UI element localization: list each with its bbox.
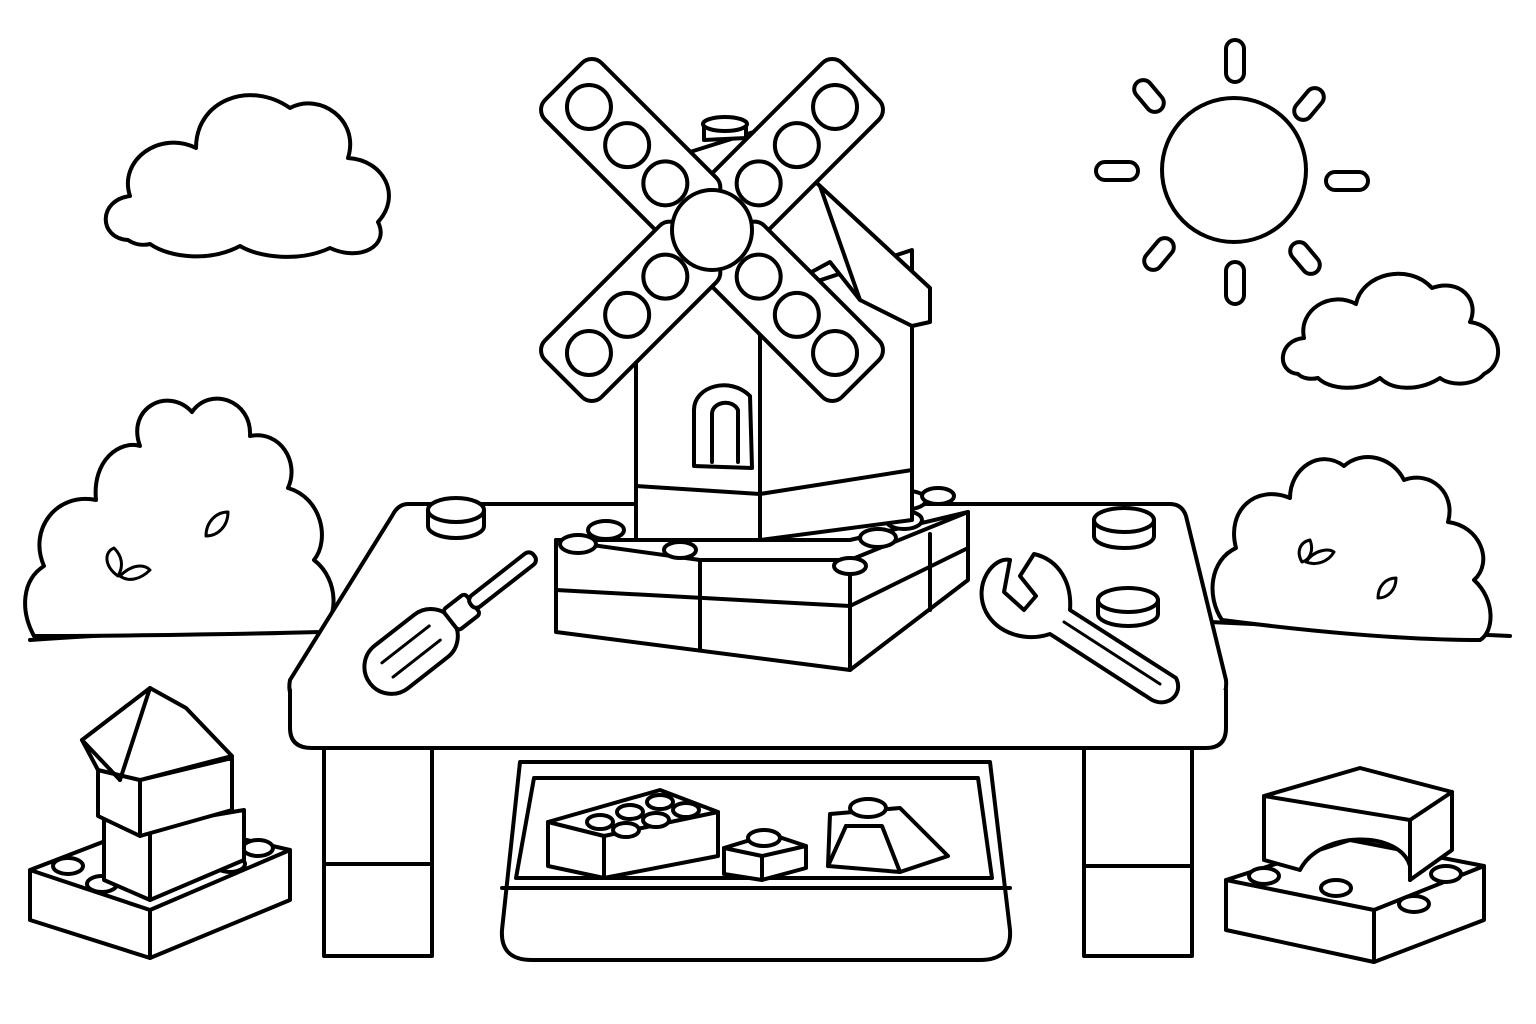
bush-icon [23, 396, 336, 638]
windmill-blade [539, 57, 723, 241]
toy-brick-icon [1262, 766, 1454, 882]
sun-icon [1094, 38, 1370, 306]
loose-stud [1096, 586, 1160, 628]
windmill-blade [701, 219, 885, 403]
toy-brick-icon [80, 686, 234, 838]
toy-brick-icon [546, 788, 720, 880]
bush-icon [1210, 455, 1493, 642]
windmill-blade [701, 57, 885, 241]
loose-stud [1092, 506, 1156, 550]
screwdriver-icon [362, 550, 538, 696]
loose-stud [426, 496, 486, 540]
table-leg [322, 738, 434, 958]
wrench-icon [979, 552, 1180, 705]
cloud-icon [103, 93, 391, 259]
windmill-hub [670, 188, 754, 272]
cloud-icon [1280, 271, 1501, 390]
toy-brick-icon [826, 797, 950, 874]
table-leg [1082, 738, 1194, 958]
toy-brick-icon [722, 828, 808, 882]
